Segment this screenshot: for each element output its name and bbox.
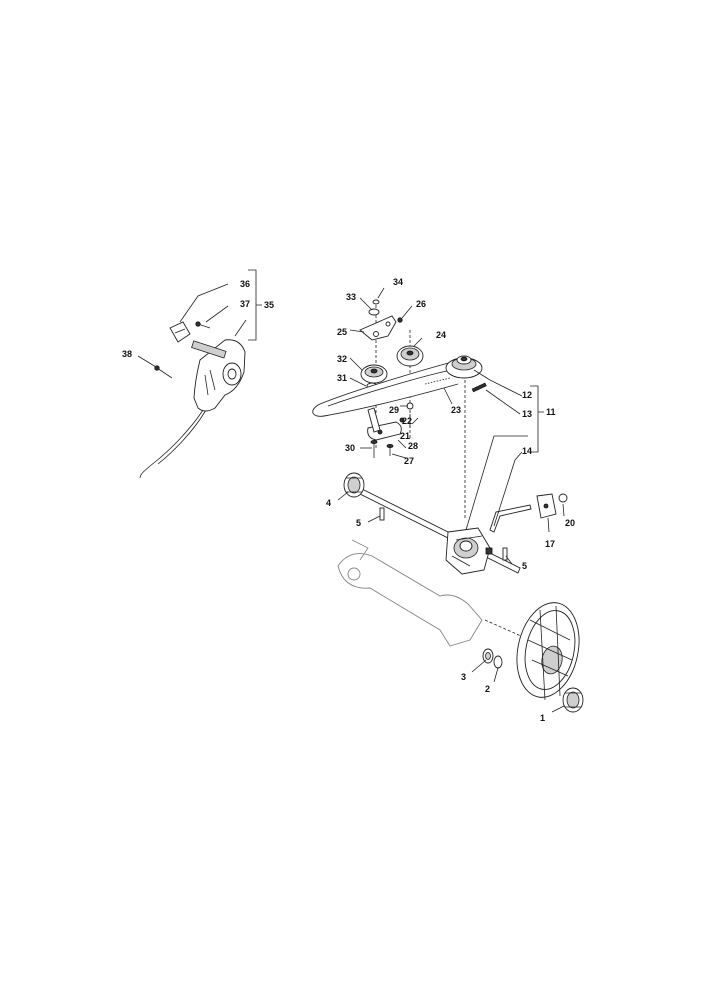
label-26: 26 bbox=[416, 299, 426, 309]
label-1: 1 bbox=[540, 713, 545, 723]
nut-20 bbox=[558, 493, 568, 503]
control-rod bbox=[489, 504, 532, 533]
drive-gear-right bbox=[562, 687, 584, 713]
label-20: 20 bbox=[565, 518, 575, 528]
bracket-35 bbox=[248, 269, 262, 341]
idler-bracket bbox=[359, 315, 397, 341]
label-36: 36 bbox=[240, 279, 250, 289]
label-38: 38 bbox=[122, 349, 132, 359]
drive-gear-left bbox=[343, 472, 365, 498]
gearbox bbox=[445, 527, 493, 575]
control-lever-assembly bbox=[137, 269, 262, 479]
lever-rod bbox=[191, 340, 227, 359]
washer-2 bbox=[493, 655, 503, 669]
chassis-frame bbox=[337, 539, 483, 647]
label-31: 31 bbox=[337, 373, 347, 383]
pin-5-left bbox=[379, 507, 385, 521]
drive-axle bbox=[355, 486, 521, 574]
label-33: 33 bbox=[346, 292, 356, 302]
label-37: 37 bbox=[240, 299, 250, 309]
lever-cap bbox=[169, 321, 191, 343]
nut-29 bbox=[399, 417, 405, 423]
part-labels: 36 37 35 38 34 33 26 25 24 32 31 12 23 2… bbox=[122, 277, 575, 723]
label-14: 14 bbox=[522, 446, 532, 456]
label-3: 3 bbox=[461, 672, 466, 682]
nut-26 bbox=[397, 317, 403, 323]
label-2: 2 bbox=[485, 684, 490, 694]
pin-5-right bbox=[502, 547, 508, 561]
label-4: 4 bbox=[326, 498, 331, 508]
bracket-11 bbox=[530, 385, 544, 453]
label-30: 30 bbox=[345, 443, 355, 453]
label-21: 21 bbox=[400, 431, 410, 441]
lever-housing bbox=[193, 339, 246, 412]
pulley-24 bbox=[396, 345, 424, 367]
control-cable bbox=[139, 409, 204, 479]
label-24: 24 bbox=[436, 330, 446, 340]
washer-33 bbox=[368, 308, 380, 316]
rear-wheel bbox=[516, 602, 580, 701]
label-27: 27 bbox=[404, 456, 414, 466]
label-35: 35 bbox=[264, 300, 274, 310]
label-17: 17 bbox=[545, 539, 555, 549]
label-11: 11 bbox=[546, 407, 556, 417]
label-34: 34 bbox=[393, 277, 403, 287]
drive-assembly bbox=[312, 287, 584, 713]
nut-34 bbox=[372, 299, 380, 305]
drive-belt bbox=[312, 361, 459, 417]
label-12: 12 bbox=[522, 390, 532, 400]
key-13 bbox=[471, 382, 487, 393]
label-13: 13 bbox=[522, 409, 532, 419]
label-28: 28 bbox=[408, 441, 418, 451]
label-25: 25 bbox=[337, 327, 347, 337]
label-23: 23 bbox=[451, 405, 461, 415]
label-32: 32 bbox=[337, 354, 347, 364]
gearbox-pulley bbox=[445, 355, 483, 379]
label-5-right: 5 bbox=[522, 561, 527, 571]
pulley-32 bbox=[360, 364, 388, 384]
label-29: 29 bbox=[389, 405, 399, 415]
label-5-left: 5 bbox=[356, 518, 361, 528]
label-22: 22 bbox=[402, 416, 412, 426]
